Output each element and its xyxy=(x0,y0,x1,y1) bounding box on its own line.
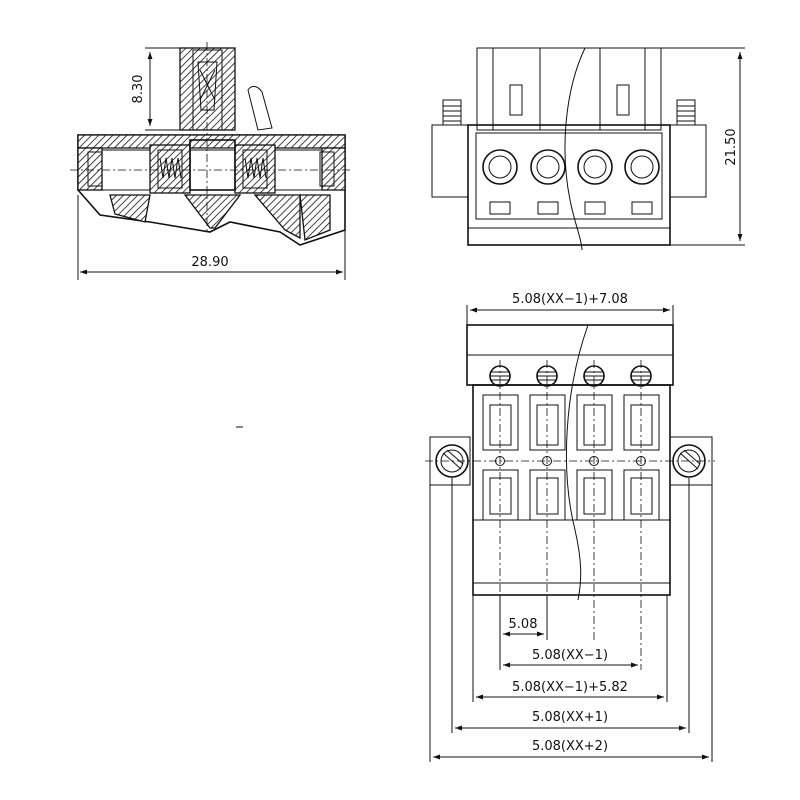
span4-dim: 5.08(XX+2) xyxy=(532,739,608,754)
bottom-top-width-dim: 5.08(XX−1)+7.08 xyxy=(512,292,628,307)
front-view: 21.50 xyxy=(431,47,745,251)
pitch-dim: 5.08 xyxy=(509,617,538,632)
side-width-dim: 28.90 xyxy=(191,255,228,270)
side-height-dim: 8.30 xyxy=(131,75,146,104)
span1-dim: 5.08(XX−1) xyxy=(532,648,608,663)
span2-dim: 5.08(XX−1)+5.82 xyxy=(512,680,628,695)
bottom-view: 5.08(XX−1)+7.08 xyxy=(425,292,715,762)
side-view: 8.30 28.90 xyxy=(70,42,352,280)
span3-dim: 5.08(XX+1) xyxy=(532,710,608,725)
front-height-dim: 21.50 xyxy=(724,128,739,165)
